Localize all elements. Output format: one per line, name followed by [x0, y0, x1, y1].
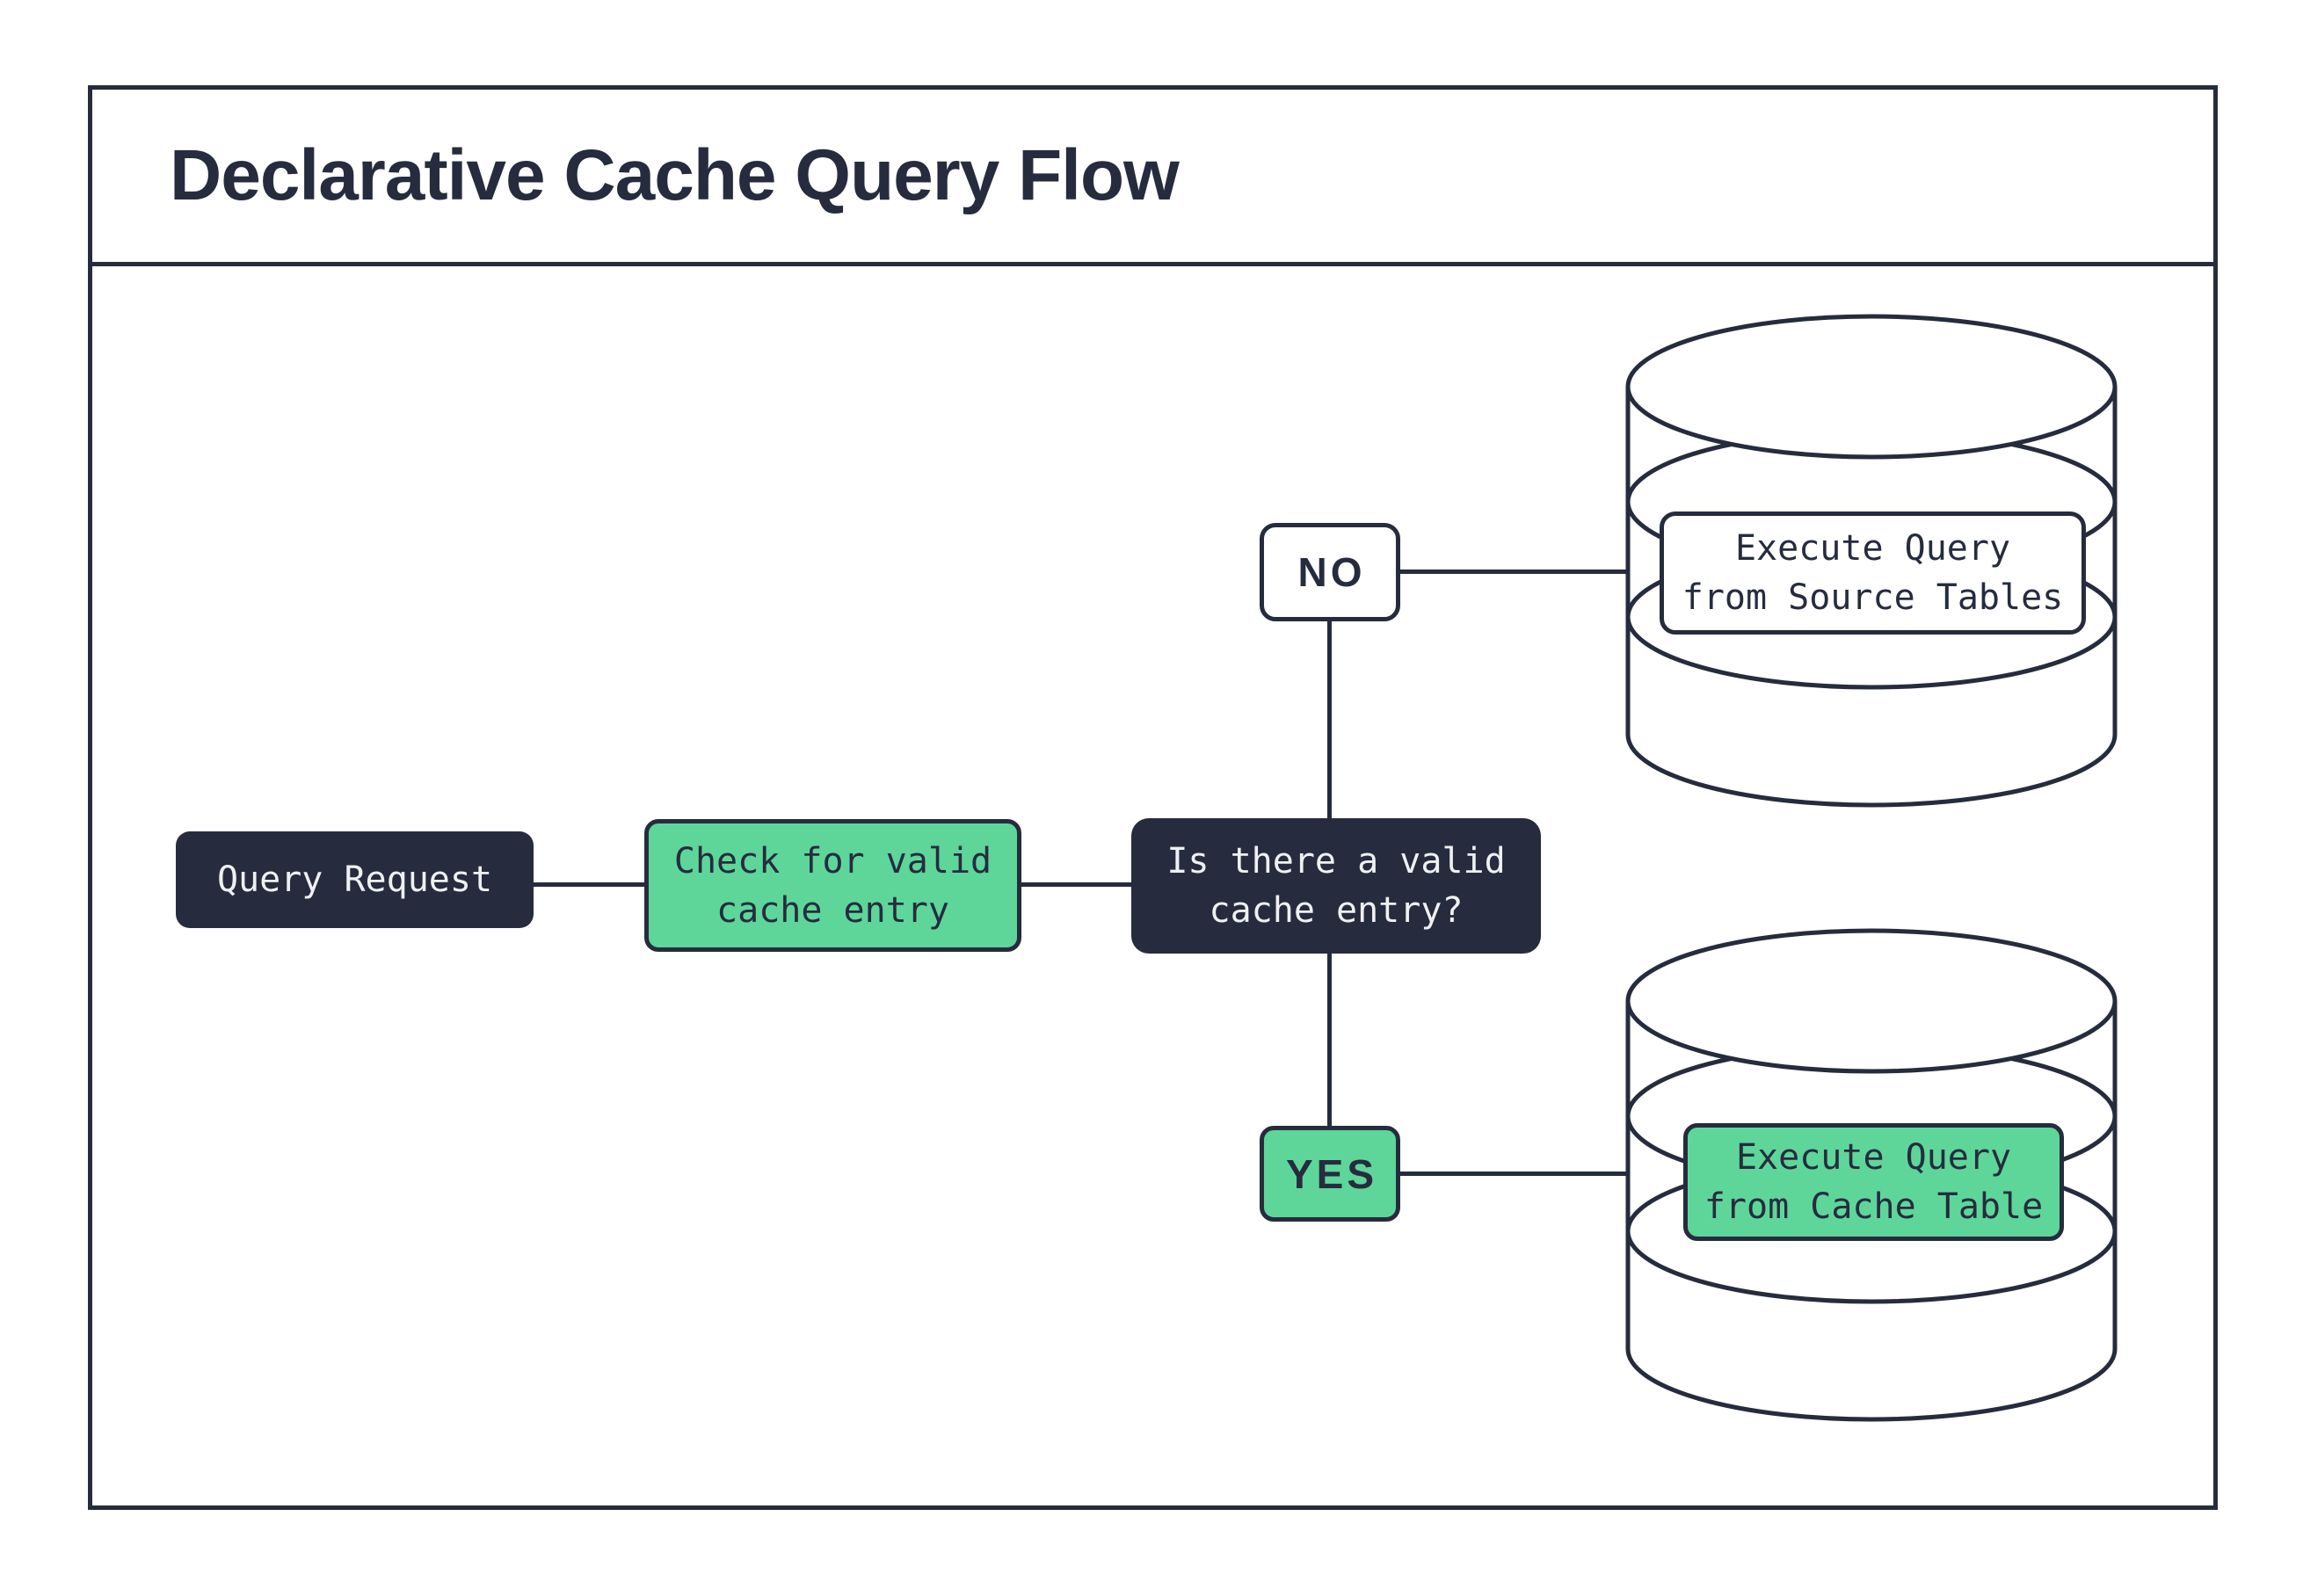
edge-label-yes-text: YES	[1285, 1150, 1378, 1197]
edge-label-no: NO	[1260, 523, 1400, 621]
node-execute-cache-line1: Execute Query	[1735, 1137, 2012, 1178]
edge-no-to-source-db	[1398, 569, 1632, 574]
edge-query-to-check	[532, 882, 648, 887]
node-check-cache: Check for valid cache entry	[644, 819, 1021, 952]
edge-check-to-decision	[1018, 882, 1135, 887]
node-execute-source-line2: from Source Tables	[1682, 577, 2064, 618]
node-execute-source-line1: Execute Query	[1734, 528, 2011, 569]
node-query-request: Query Request	[176, 831, 534, 928]
node-decision-valid-cache: Is there a valid cache entry?	[1131, 818, 1541, 954]
edge-decision-to-no	[1327, 618, 1332, 822]
edge-label-no-text: NO	[1297, 549, 1366, 595]
node-execute-cache-line2: from Cache Table	[1704, 1186, 2044, 1227]
node-execute-source-tables: Execute Query from Source Tables	[1660, 511, 2086, 635]
edge-label-yes: YES	[1260, 1126, 1400, 1222]
node-decision-line1: Is there a valid	[1166, 841, 1506, 881]
node-check-cache-line2: cache entry	[716, 889, 949, 931]
page-title: Declarative Cache Query Flow	[170, 135, 1180, 215]
node-decision-line2: cache entry?	[1209, 890, 1464, 931]
edge-yes-to-cache-db	[1398, 1172, 1632, 1176]
node-check-cache-line1: Check for valid	[673, 840, 992, 881]
node-query-request-label: Query Request	[216, 860, 493, 900]
diagram-header: Declarative Cache Query Flow	[92, 90, 2213, 266]
edge-decision-to-yes	[1327, 952, 1332, 1129]
node-execute-cache-table: Execute Query from Cache Table	[1683, 1123, 2064, 1241]
